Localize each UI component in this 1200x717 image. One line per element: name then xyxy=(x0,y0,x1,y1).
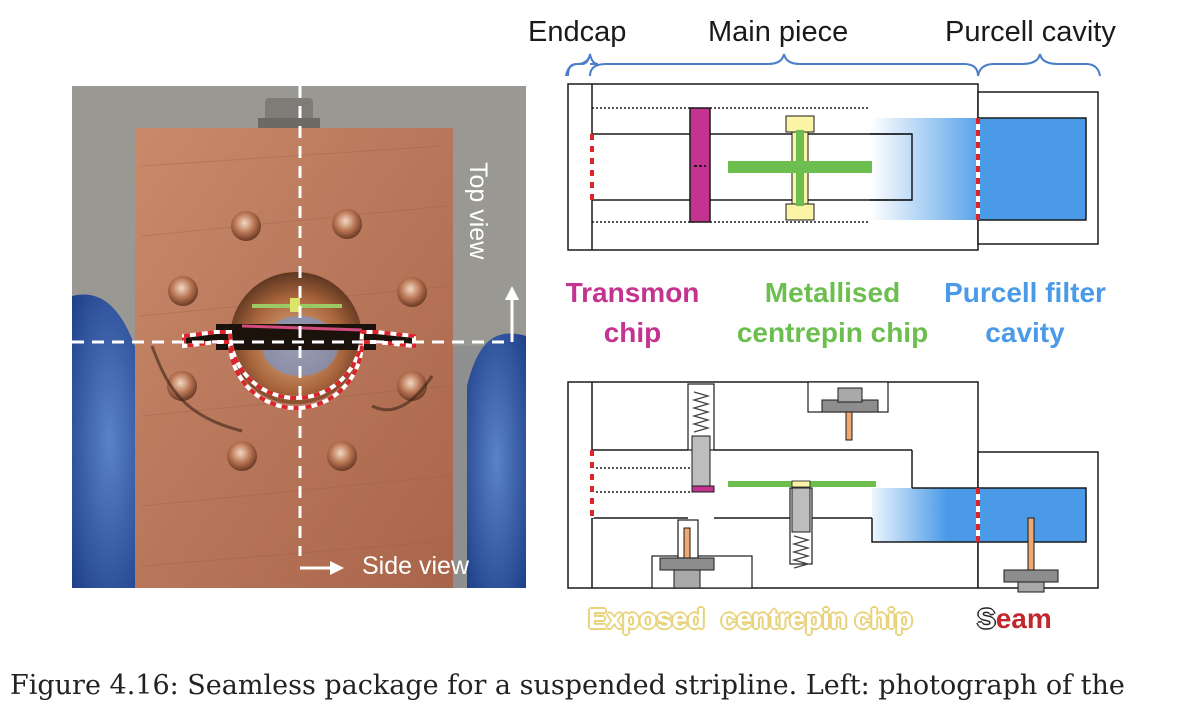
side-view-label: Side view xyxy=(362,552,469,580)
top-view-schematic xyxy=(565,53,1101,251)
top-view-label: Top view xyxy=(464,162,492,260)
transmon-chip-side xyxy=(691,485,715,493)
purcell-bracket xyxy=(977,53,1101,77)
package-photograph xyxy=(72,86,526,588)
exposed-label: Exposed xyxy=(588,603,705,634)
centrepin-chip-label: centrepin chip xyxy=(721,603,913,634)
endcap-header: Endcap xyxy=(528,16,627,48)
main-piece-bracket xyxy=(589,53,979,77)
seam-label: Seam xyxy=(977,603,1052,634)
endcap-bracket xyxy=(565,55,591,77)
purcell-cavity-header: Purcell cavity xyxy=(945,16,1116,48)
side-view-schematic xyxy=(567,381,1099,593)
purcell-legend: Purcell filter cavity xyxy=(944,277,1106,348)
centrepin-legend: Metallised centrepin chip xyxy=(736,277,929,348)
main-piece-header: Main piece xyxy=(708,16,849,48)
figure-caption: Figure 4.16: Seamless package for a susp… xyxy=(10,670,1125,701)
transmon-legend: Transmon chip xyxy=(565,277,700,348)
